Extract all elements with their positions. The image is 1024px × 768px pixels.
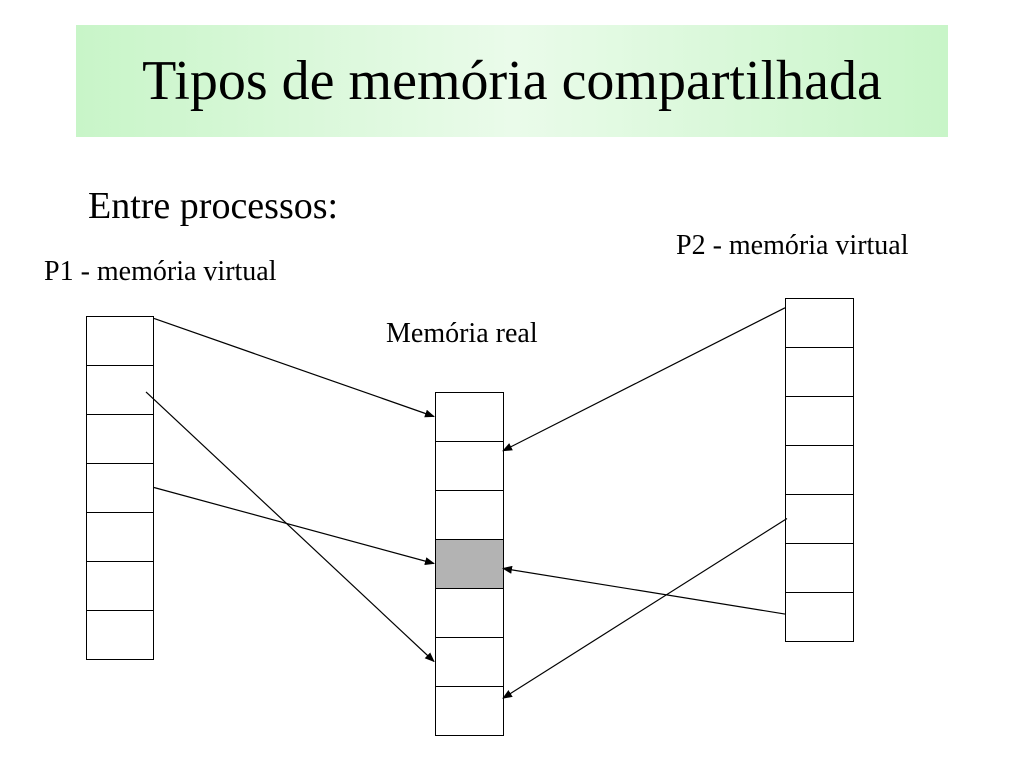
p1-page-cell: [87, 611, 153, 660]
p2-page-cell: [786, 299, 853, 348]
real-memory-label: Memória real: [386, 318, 538, 349]
p1-page-cell: [87, 464, 153, 513]
p2-page-cell: [786, 348, 853, 397]
mapping-arrow-p2-4-to-real-6: [502, 517, 788, 699]
real-frame-cell: [436, 393, 503, 442]
real-frame-cell: [436, 638, 503, 687]
p2-page-cell: [786, 544, 853, 593]
title-banner: Tipos de memória compartilhada: [76, 25, 948, 137]
p1-virtual-memory-column: [86, 316, 154, 660]
p1-page-cell: [87, 562, 153, 611]
real-frame-cell: [436, 687, 503, 736]
mapping-arrow-p2-0-to-real-1: [502, 307, 786, 452]
mapping-arrow-p2-6-to-real-3: [502, 565, 786, 615]
p1-page-cell: [87, 513, 153, 562]
p2-page-cell: [786, 446, 853, 495]
mapping-arrow-p1-3-to-real-3: [153, 486, 435, 566]
real-frame-cell: [436, 491, 503, 540]
p2-page-cell: [786, 495, 853, 544]
real-frame-cell: [436, 442, 503, 491]
real-frame-cell: [436, 589, 503, 638]
real-memory-column: [435, 392, 504, 736]
p2-page-cell: [786, 593, 853, 642]
slide-title: Tipos de memória compartilhada: [142, 50, 882, 112]
mapping-arrow-p1-1-to-real-5: [145, 391, 435, 663]
p2-page-cell: [786, 397, 853, 446]
p1-page-cell: [87, 415, 153, 464]
real-frame-cell-shared: [436, 540, 503, 589]
p1-label: P1 - memória virtual: [44, 256, 277, 287]
p1-page-cell: [87, 366, 153, 415]
subtitle: Entre processos:: [88, 185, 339, 227]
p2-label: P2 - memória virtual: [676, 230, 909, 261]
mapping-arrow-p1-0-to-real-0: [153, 317, 435, 418]
p2-virtual-memory-column: [785, 298, 854, 642]
p1-page-cell: [87, 317, 153, 366]
